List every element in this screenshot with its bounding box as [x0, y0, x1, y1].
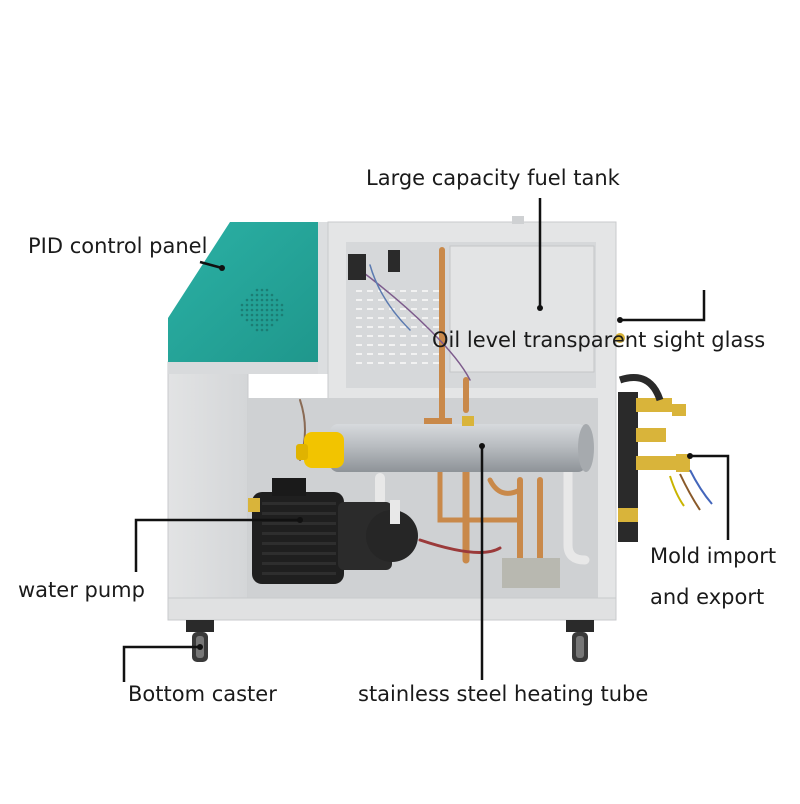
label-mold-line1: Mold import [650, 544, 777, 568]
relay-block [348, 254, 366, 280]
caster-left [186, 620, 214, 662]
pid-panel-rim [168, 362, 328, 374]
caster-right [566, 620, 594, 662]
leader-water-pump [134, 518, 300, 572]
label-heating-tube: stainless steel heating tube [358, 682, 649, 706]
speaker-grille [240, 288, 284, 332]
terminal-block [502, 558, 560, 588]
label-water-pump: water pump [18, 578, 145, 602]
label-pid-panel: PID control panel [28, 234, 208, 258]
sight-glass [615, 333, 625, 343]
label-sight-glass: Oil level transparent sight glass [432, 328, 766, 352]
leader-lines [122, 198, 730, 682]
pipework [299, 247, 590, 578]
tube-yellow-cap [304, 432, 344, 468]
leader-sight-glass [620, 290, 706, 322]
cabinet-left-body [167, 361, 249, 621]
label-bottom-caster: Bottom caster [128, 682, 277, 706]
relay-small [388, 250, 400, 272]
leader-mold [690, 454, 730, 540]
top-nub [512, 216, 524, 224]
fuel-tank [449, 245, 595, 373]
pid-panel-face [168, 222, 318, 362]
heating-tube [296, 416, 594, 472]
cabinet-base [167, 597, 617, 621]
pid-panel-side [318, 222, 330, 374]
water-pump [248, 478, 418, 584]
mold-fittings [615, 333, 713, 542]
label-fuel-tank: Large capacity fuel tank [366, 166, 620, 190]
leader-bottom-caster [122, 645, 200, 682]
label-mold-line2: and export [650, 585, 765, 609]
leader-pid-panel [199, 260, 223, 270]
